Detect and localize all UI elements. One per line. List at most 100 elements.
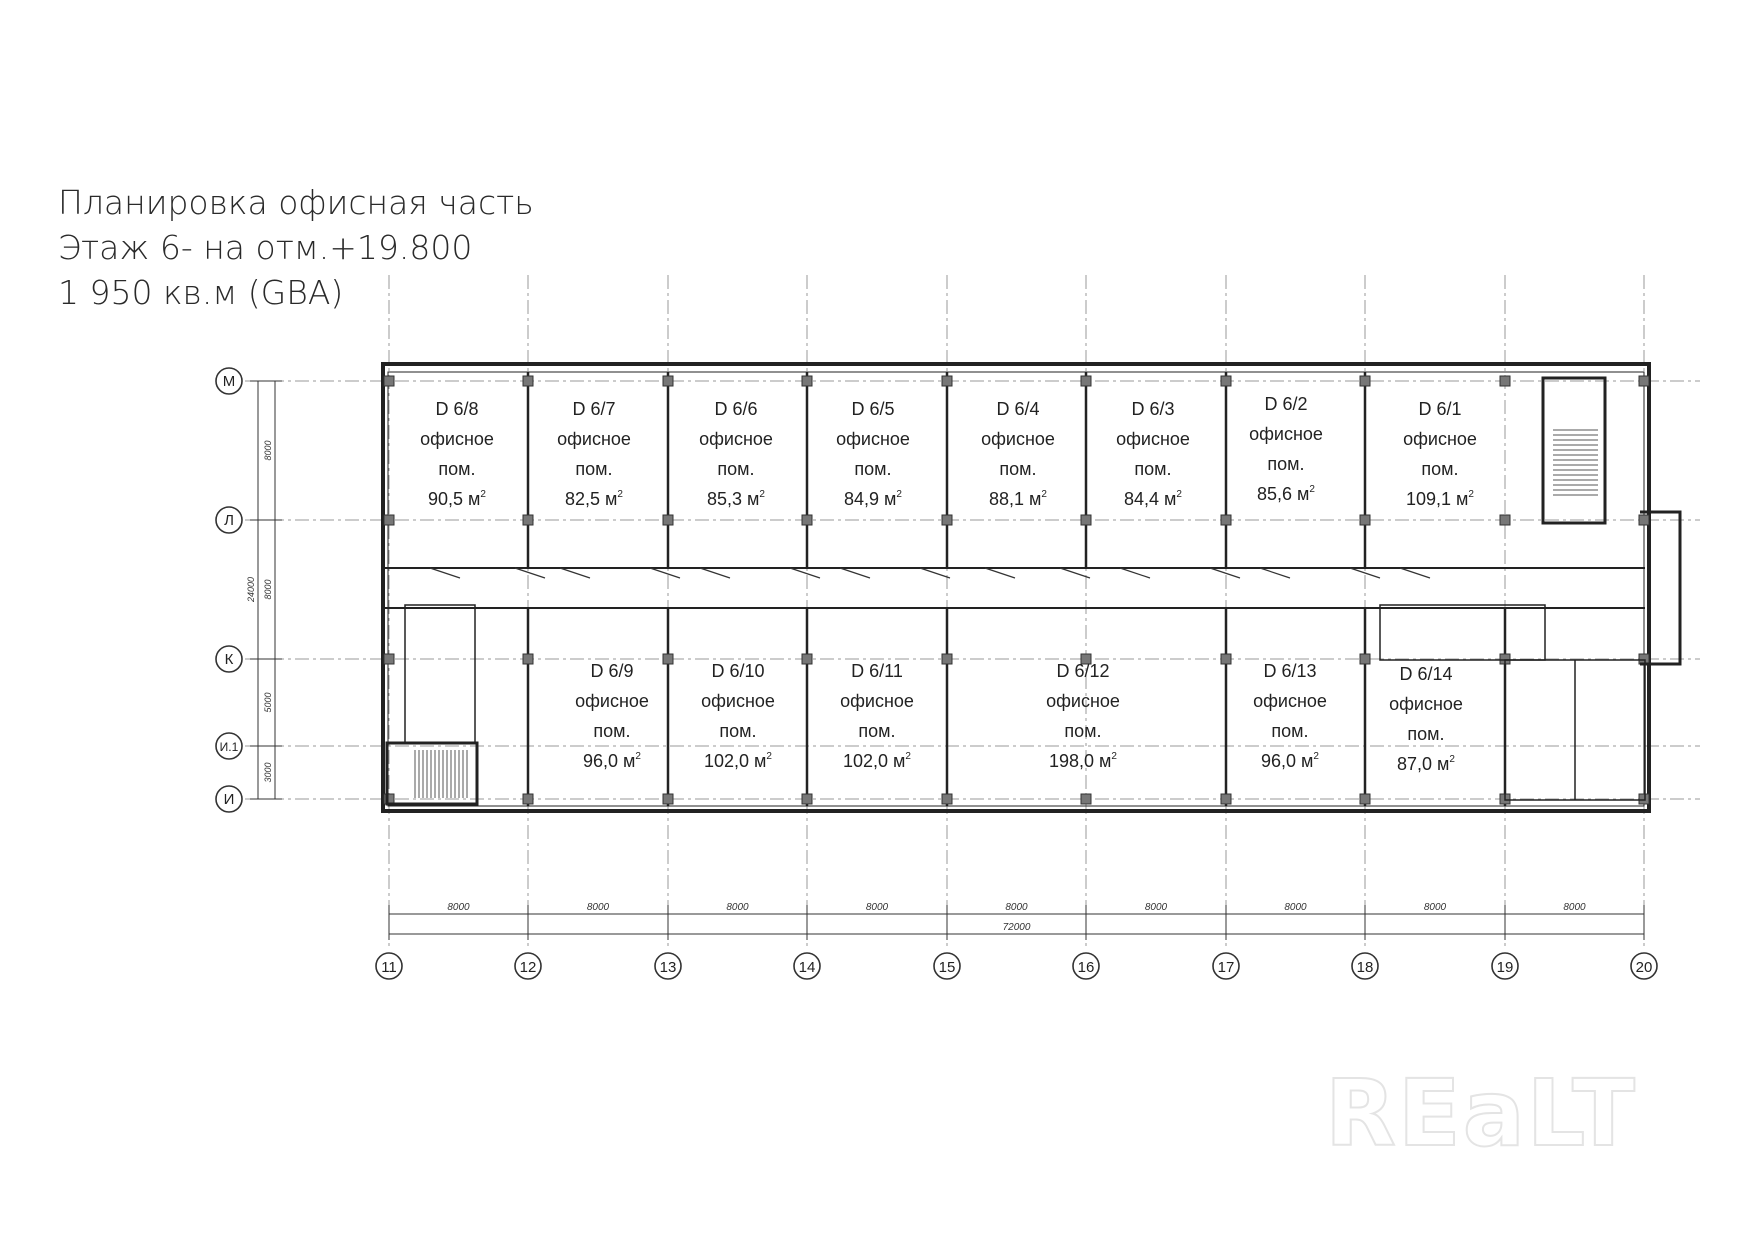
- room-use: офисное: [1116, 429, 1190, 449]
- structural-column: [1220, 793, 1232, 805]
- room-use-abbr: пом.: [719, 721, 756, 741]
- axis-bubble-18: [1351, 952, 1379, 980]
- room-use-abbr: пом.: [858, 721, 895, 741]
- axis-label-К: К: [225, 651, 234, 668]
- axis-label-И.1: И.1: [220, 740, 239, 754]
- axis-bubble-К: [215, 645, 243, 673]
- axis-label-И: И: [224, 791, 235, 808]
- room-area: 102,0 м2: [704, 751, 772, 771]
- room-area-unit-superscript: 2: [1313, 751, 1319, 762]
- structural-column: [801, 375, 813, 387]
- wc-block-west: [404, 604, 476, 744]
- axis-bubble-20: [1630, 952, 1658, 980]
- room-id: D 6/12: [1056, 661, 1109, 681]
- axis-bubble-16: [1072, 952, 1100, 980]
- room-use: офисное: [1249, 424, 1323, 444]
- axis-label-20: 20: [1636, 959, 1653, 976]
- axis-label-14: 14: [799, 959, 816, 976]
- door-swing: [984, 567, 1016, 579]
- axis-label-17: 17: [1218, 959, 1235, 976]
- room-area: 85,6 м2: [1257, 484, 1315, 504]
- room-area-unit-superscript: 2: [905, 751, 911, 762]
- door-swing: [1349, 567, 1381, 579]
- room-area: 84,4 м2: [1124, 489, 1182, 509]
- door-swing: [699, 567, 731, 579]
- structural-column: [1359, 793, 1371, 805]
- room-id: D 6/1: [1418, 399, 1461, 419]
- structural-column: [941, 653, 953, 665]
- watermark-logo: REaLT: [1324, 1059, 1637, 1168]
- structural-column: [1080, 375, 1092, 387]
- room-use-abbr: пом.: [1134, 459, 1171, 479]
- room-id: D 6/2: [1264, 394, 1307, 414]
- door-swing: [1259, 567, 1291, 579]
- room-id: D 6/5: [851, 399, 894, 419]
- structural-column: [1638, 375, 1650, 387]
- dimension-span-label: 8000: [1424, 902, 1447, 913]
- door-swing: [1209, 567, 1241, 579]
- structural-column: [662, 375, 674, 387]
- structural-column: [522, 375, 534, 387]
- room-area: 102,0 м2: [843, 751, 911, 771]
- room-use: офисное: [701, 691, 775, 711]
- room-area: 85,3 м2: [707, 489, 765, 509]
- room-area-unit-superscript: 2: [1041, 489, 1047, 500]
- structural-column: [522, 653, 534, 665]
- axis-label-13: 13: [660, 959, 677, 976]
- structural-column: [1359, 514, 1371, 526]
- room-use: офисное: [981, 429, 1055, 449]
- axis-label-М: М: [223, 373, 236, 390]
- structural-column: [801, 514, 813, 526]
- room-use-abbr: пом.: [575, 459, 612, 479]
- axis-bubble-12: [514, 952, 542, 980]
- room-area: 87,0 м2: [1397, 754, 1455, 774]
- door-swing: [839, 567, 871, 579]
- axis-label-16: 16: [1078, 959, 1095, 976]
- room-area: 96,0 м2: [583, 751, 641, 771]
- room-area-unit-superscript: 2: [635, 751, 641, 762]
- room-use: офисное: [557, 429, 631, 449]
- floor-level: Этаж 6- на отм.+19.800: [58, 228, 473, 267]
- axis-label-Л: Л: [224, 512, 234, 529]
- room-id: D 6/7: [572, 399, 615, 419]
- room-area-unit-superscript: 2: [896, 489, 902, 500]
- room-use-abbr: пом.: [854, 459, 891, 479]
- room-area-unit-superscript: 2: [1449, 754, 1455, 765]
- dimension-span-label: 8000: [1284, 902, 1307, 913]
- room-use: офисное: [420, 429, 494, 449]
- room-id: D 6/9: [590, 661, 633, 681]
- room-area-unit-superscript: 2: [1176, 489, 1182, 500]
- room-area-unit-superscript: 2: [1111, 751, 1117, 762]
- room-use-abbr: пом.: [1421, 459, 1458, 479]
- room-use-abbr: пом.: [717, 459, 754, 479]
- room-id: D 6/8: [435, 399, 478, 419]
- door-swing: [514, 567, 546, 579]
- room-id: D 6/11: [851, 661, 903, 681]
- outer-wall-inner: [387, 371, 1645, 807]
- door-swing: [789, 567, 821, 579]
- structural-column: [1220, 653, 1232, 665]
- axis-bubble-14: [793, 952, 821, 980]
- room-use: офисное: [699, 429, 773, 449]
- structural-column: [1220, 375, 1232, 387]
- door-swing: [1059, 567, 1091, 579]
- structural-column: [801, 653, 813, 665]
- axis-label-12: 12: [520, 959, 537, 976]
- room-use: офисное: [836, 429, 910, 449]
- structural-column: [1359, 375, 1371, 387]
- room-use-abbr: пом.: [999, 459, 1036, 479]
- dimension-row-label: 3000: [263, 762, 273, 782]
- axis-label-19: 19: [1497, 959, 1514, 976]
- axis-bubble-Л: [215, 506, 243, 534]
- room-area-unit-superscript: 2: [766, 751, 772, 762]
